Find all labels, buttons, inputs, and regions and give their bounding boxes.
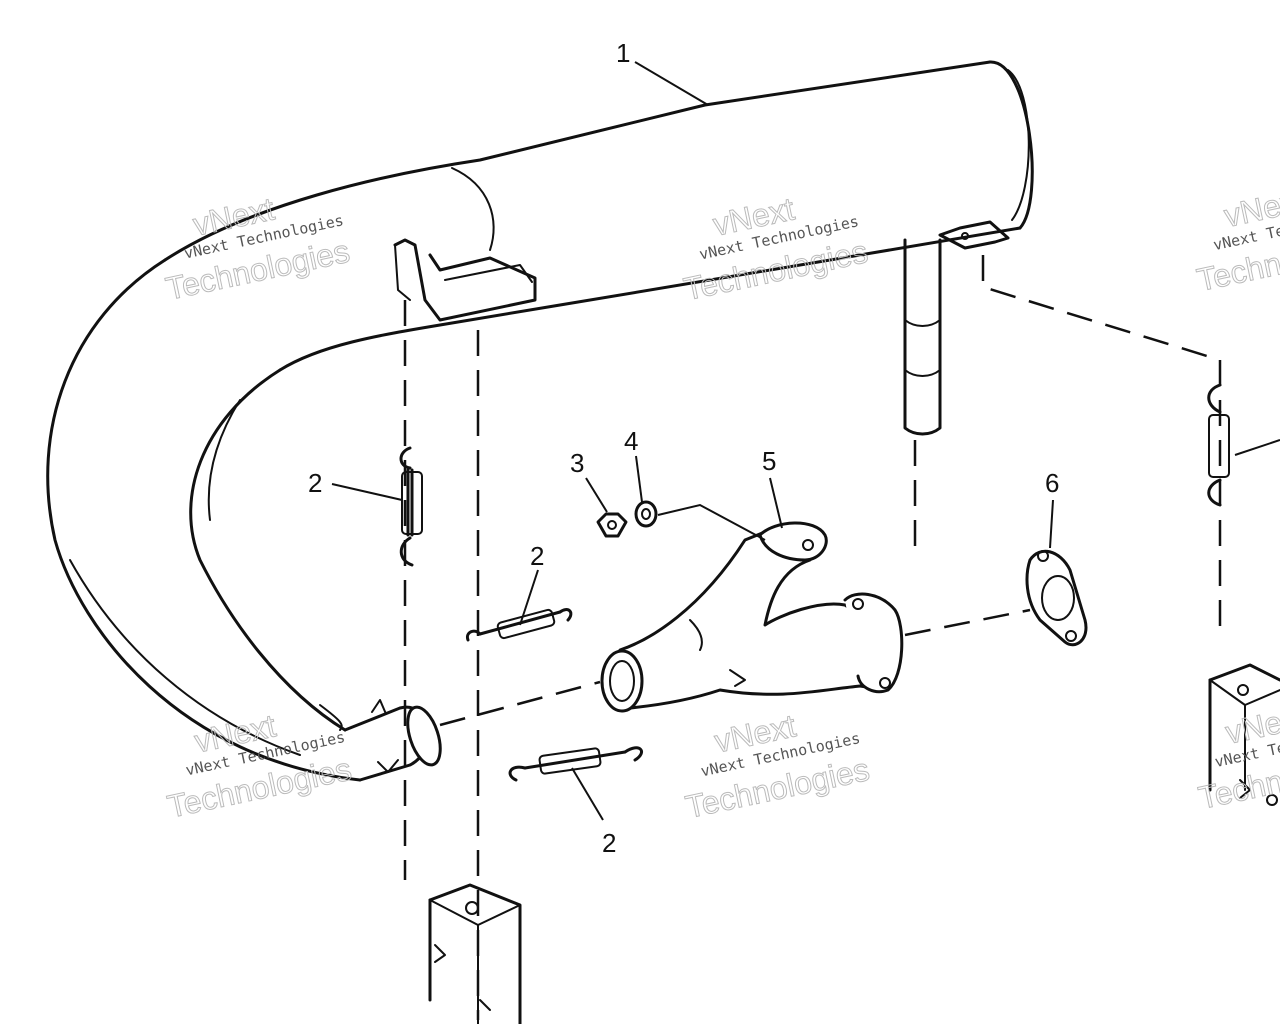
nut	[596, 512, 628, 538]
callout-leaders	[331, 61, 1280, 821]
watermark-bottom-right: vNext vNext Technologies Technologies	[1195, 698, 1280, 816]
spring-vertical-left	[399, 446, 423, 567]
frame-mount-right	[1208, 663, 1280, 806]
callout-4: 4	[624, 426, 638, 456]
frame-mount-lower	[428, 883, 522, 1024]
y-pipe-manifold	[600, 521, 904, 713]
callout-2-left: 2	[308, 468, 322, 498]
callout-5: 5	[762, 446, 776, 476]
spring-vertical-right	[1207, 383, 1230, 507]
spring-diagonal-lower	[508, 746, 643, 782]
callout-labels: 1 2 2 2 3 4 5 6	[308, 38, 1059, 858]
gasket	[1025, 549, 1088, 647]
callout-6: 6	[1045, 468, 1059, 498]
callout-2-middle: 2	[530, 541, 544, 571]
callout-3: 3	[570, 448, 584, 478]
watermark-bottom-center: vNext vNext Technologies Technologies	[682, 707, 873, 826]
watermark-top-left: vNext vNext Technologies Technologies	[162, 190, 353, 307]
watermark-top-right: vNext vNext Technologies Technologies	[1193, 181, 1280, 298]
washer	[634, 500, 658, 528]
callout-2-lower: 2	[602, 828, 616, 858]
callout-1: 1	[616, 38, 630, 68]
watermark-top-center: vNext vNext Technologies Technologies	[680, 190, 871, 308]
